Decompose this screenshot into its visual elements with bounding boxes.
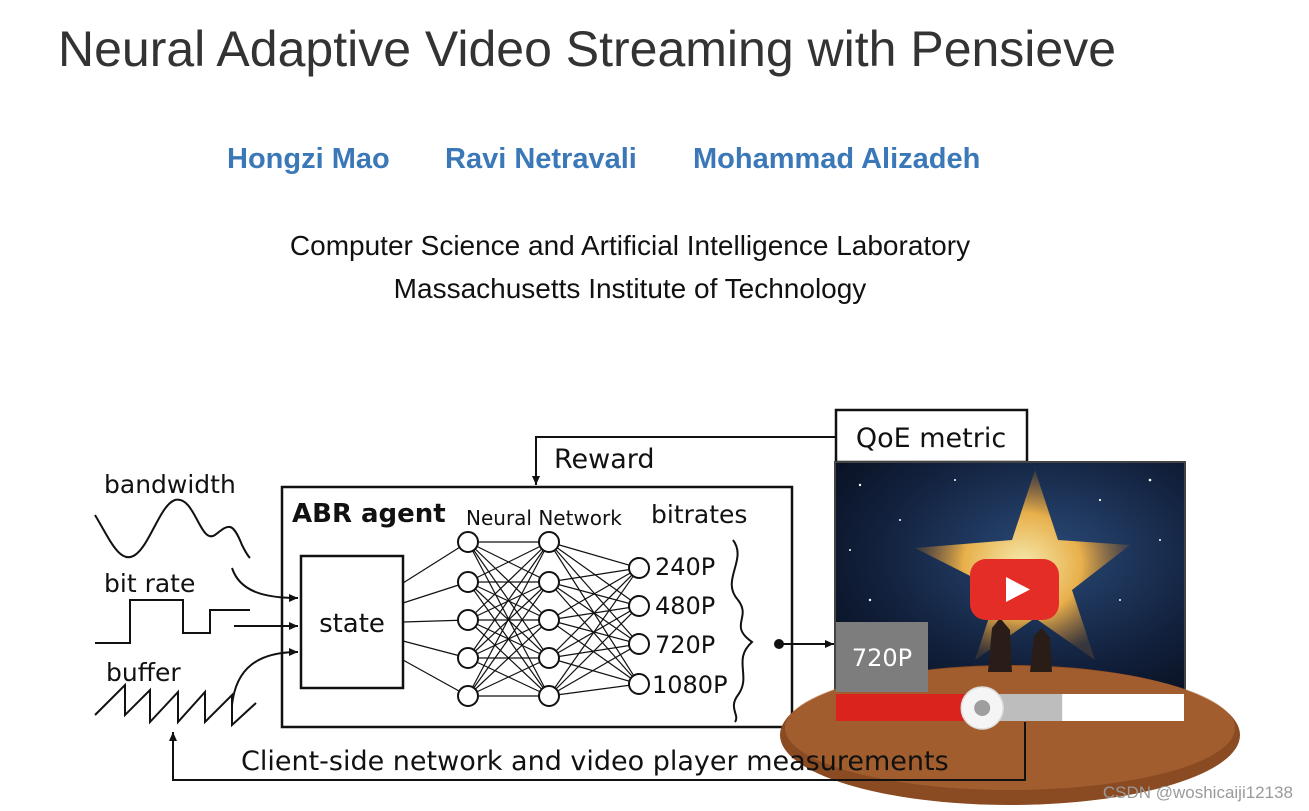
state-to-input-edge [402,640,469,659]
hidden-edge [467,619,550,697]
bitrate-option-720p: 720P [655,631,715,659]
bitrate-waveform [95,599,250,644]
output-edge [548,657,640,685]
nn-input-node [457,571,479,593]
output-edge [548,619,640,685]
nn-output-node [628,595,650,617]
state-box [299,554,405,690]
input-label-bandwidth: bandwidth [104,470,236,499]
hidden-edge [467,541,550,697]
bandwidth-waveform [94,498,251,559]
neural-network-edges [402,541,640,697]
output-edge [548,567,640,583]
output-edge [548,541,640,607]
abr-agent-label: ABR agent [292,499,446,529]
abr-agent-box [280,485,794,729]
play-icon [1006,577,1030,602]
nn-input-node [457,685,479,707]
bitrate-brace [730,539,754,723]
video-player[interactable]: 720P [780,461,1240,805]
page-title: Neural Adaptive Video Streaming with Pen… [58,21,1117,77]
output-edge [548,567,640,621]
bitrate-option-240p: 240P [655,553,715,581]
output-edge [548,541,640,569]
state-to-input-edge [402,581,469,604]
hidden-edge [467,581,550,697]
scene-stars [849,478,1161,602]
nn-input-node [457,609,479,631]
nn-hidden-node [538,531,560,553]
qoe-metric-label: QoE metric [856,423,1006,454]
hidden-edge [467,541,550,621]
arrow-bandwidth-to-state [231,567,299,602]
reward-arrow [532,436,836,485]
nn-output-node [628,633,650,655]
nn-hidden-node [538,609,560,631]
state-label: state [319,609,385,639]
nn-input-node [457,647,479,669]
nn-hidden-node [538,571,560,593]
author-name[interactable]: Ravi Netravali [445,143,637,175]
nn-hidden-node [538,647,560,669]
output-edge [548,643,640,697]
input-label-bitrate: bit rate [104,569,195,598]
author-name[interactable]: Hongzi Mao [227,143,390,175]
author-list: Hongzi Mao Ravi Netravali Mohammad Aliza… [0,143,1309,183]
nn-output-node [628,673,650,695]
arrow-buffer-to-state [231,648,299,706]
nn-output-node [628,557,650,579]
hidden-edge [467,541,550,583]
bitrate-option-480p: 480P [655,592,715,620]
author-name[interactable]: Mohammad Alizadeh [693,143,981,175]
neural-network-label: Neural Network [466,506,622,530]
neural-network-nodes [457,531,650,707]
progress-played [836,694,983,721]
watermark: CSDN @woshicaiji12138 [1102,783,1293,802]
feedback-arrow [169,722,1026,781]
output-edge [548,683,640,697]
input-label-buffer: buffer [106,658,181,687]
state-to-input-edge [402,659,469,697]
progress-bar[interactable] [836,686,1184,730]
hidden-edge [467,657,550,697]
reward-label: Reward [554,444,655,475]
output-edge [548,541,640,645]
hidden-edge [467,541,550,659]
state-to-input-edge [402,541,469,584]
affiliation-institute: Massachusetts Institute of Technology [393,273,867,304]
buffer-waveform [94,682,257,728]
nn-input-node [457,531,479,553]
progress-handle-dot [974,700,991,716]
affiliation-lab: Computer Science and Artificial Intellig… [289,230,971,261]
play-button[interactable] [970,559,1059,620]
scene-figures [988,618,1052,672]
output-edge [548,605,640,697]
nn-hidden-node [538,685,560,707]
output-edge [548,567,640,659]
bitrates-label: bitrates [651,500,747,529]
bitrate-option-1080p: 1080P [652,671,728,699]
quality-badge-text: 720P [852,644,912,672]
output-edge [548,567,640,697]
feedback-label: Client-side network and video player mea… [241,746,949,777]
quality-badge [836,622,928,692]
